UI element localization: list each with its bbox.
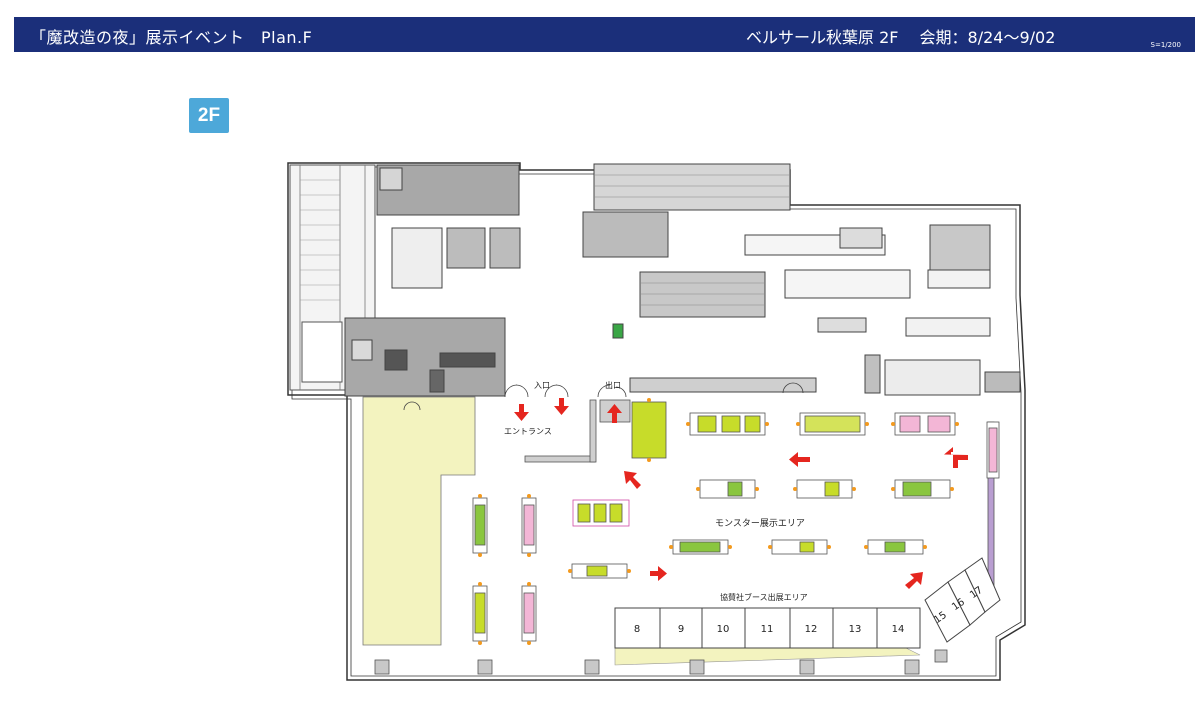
- arrow-left-1: [789, 452, 810, 467]
- arrow-right-1: [650, 566, 667, 581]
- svg-text:8: 8: [634, 624, 640, 635]
- entrance-in-label: 入口: [534, 381, 550, 390]
- svg-text:13: 13: [849, 624, 862, 635]
- exhibit-row2-b: [796, 479, 853, 499]
- arrow-down-1: [514, 404, 529, 421]
- doors: [403, 382, 804, 411]
- arrow-diag-ul: [624, 471, 641, 489]
- exhibits: [472, 401, 1000, 642]
- arrow-down-2: [554, 398, 569, 415]
- core-rooms: [344, 163, 1021, 397]
- scale-label: S=1/200: [1150, 41, 1181, 49]
- entrance-label: エントランス: [504, 427, 552, 436]
- flow-arrows: [514, 398, 968, 589]
- exhibit-tall: [631, 401, 667, 459]
- sponsor-area-label: 協賛社ブース出展エリア: [720, 592, 808, 602]
- yellow-zone-left: [362, 396, 476, 646]
- floor-badge: 2F: [189, 98, 229, 133]
- sponsor-booths: [614, 557, 1001, 649]
- area-labels: 入口 出口 エントランス モンスター展示エリア 協賛社ブース出展エリア: [504, 380, 808, 602]
- venue-period: ベルサール秋葉原 2F 会期：8/24〜9/02: [746, 28, 1056, 47]
- arrow-diag-ur: [905, 572, 923, 589]
- markers: [478, 398, 959, 645]
- exhibit-row3-b: [771, 539, 828, 555]
- svg-text:14: 14: [892, 624, 905, 635]
- svg-text:12: 12: [805, 624, 818, 635]
- arrow-left-2: [944, 447, 968, 468]
- exhibit-row2-a: [699, 479, 756, 499]
- columns: [374, 649, 948, 675]
- arrow-up-1: [607, 404, 622, 423]
- header-bar: 「魔改造の夜」展示イベント Plan.F ベルサール秋葉原 2F 会期：8/24…: [14, 17, 1195, 52]
- exit-label: 出口: [605, 380, 621, 390]
- svg-text:11: 11: [761, 624, 774, 635]
- svg-text:10: 10: [717, 624, 730, 635]
- event-title: 「魔改造の夜」展示イベント Plan.F: [30, 28, 313, 47]
- svg-text:9: 9: [678, 624, 684, 635]
- monster-area-label: モンスター展示エリア: [715, 518, 805, 529]
